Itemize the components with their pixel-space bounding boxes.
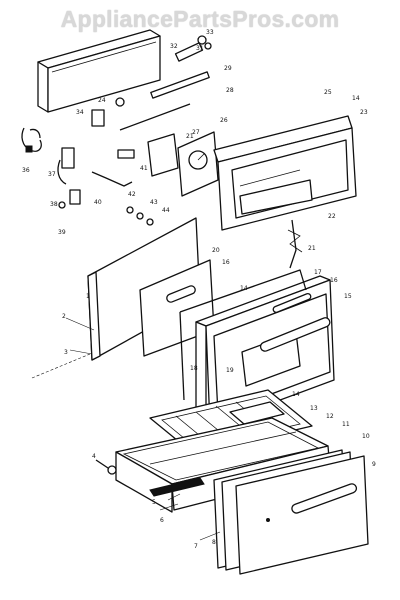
callout-41: 41 xyxy=(140,165,148,172)
callout-10: 10 xyxy=(362,433,370,440)
knob-cluster xyxy=(91,35,212,131)
callout-37: 37 xyxy=(48,171,56,178)
callout-42: 42 xyxy=(128,191,136,198)
callout-12: 12 xyxy=(326,413,334,420)
callout-19: 19 xyxy=(226,367,234,374)
callout-3: 3 xyxy=(64,349,68,356)
callout-21a: 21 xyxy=(186,133,194,140)
callout-39: 39 xyxy=(58,229,66,236)
callout-15: 15 xyxy=(344,293,352,300)
leader-lines xyxy=(31,317,221,541)
callout-27: 27 xyxy=(192,129,200,136)
callout-25: 25 xyxy=(324,89,332,96)
callout-7: 7 xyxy=(194,543,198,550)
callout-4: 4 xyxy=(92,453,96,460)
callout-23: 23 xyxy=(360,109,368,116)
callout-8: 8 xyxy=(212,539,216,546)
callout-2: 2 xyxy=(62,313,66,320)
callout-14b: 14 xyxy=(240,285,248,292)
callout-5: 5 xyxy=(152,499,156,506)
callout-38: 38 xyxy=(50,201,58,208)
bracket-and-thermostat xyxy=(147,131,219,197)
callout-40: 40 xyxy=(94,199,102,206)
callout-14c: 14 xyxy=(352,95,360,102)
callout-20: 20 xyxy=(212,247,220,254)
drawer-front-panels xyxy=(213,449,369,575)
callout-labels: 1 2 3 4 5 6 7 8 9 10 11 12 13 14 14 14 1… xyxy=(22,29,376,550)
screw-part xyxy=(95,459,117,475)
callout-22: 22 xyxy=(328,213,336,220)
callout-29: 29 xyxy=(224,65,232,72)
oven-door-assembly xyxy=(195,275,335,427)
callout-24: 24 xyxy=(98,97,106,104)
callout-14a: 14 xyxy=(292,391,300,398)
callout-13: 13 xyxy=(310,405,318,412)
switch-parts xyxy=(57,147,154,226)
callout-11: 11 xyxy=(342,421,350,428)
callout-1: 1 xyxy=(86,293,90,300)
callout-44: 44 xyxy=(162,207,170,214)
backguard-panel xyxy=(37,29,161,113)
callout-33: 33 xyxy=(206,29,214,36)
callout-17: 17 xyxy=(314,269,322,276)
right-control-panel xyxy=(213,115,357,269)
wiring-harness xyxy=(21,127,42,153)
callout-32: 32 xyxy=(170,43,178,50)
callout-6: 6 xyxy=(160,517,164,524)
callout-16a: 16 xyxy=(330,277,338,284)
callout-43: 43 xyxy=(150,199,158,206)
callout-18: 18 xyxy=(190,365,198,372)
callout-31: 31 xyxy=(196,45,204,52)
inner-door-frame xyxy=(179,269,307,401)
callout-26: 26 xyxy=(220,117,228,124)
callout-21b: 21 xyxy=(308,245,316,252)
callout-36: 36 xyxy=(22,167,30,174)
callout-28: 28 xyxy=(226,87,234,94)
callout-34: 34 xyxy=(76,109,84,116)
callout-9: 9 xyxy=(372,461,376,468)
callout-16b: 16 xyxy=(222,259,230,266)
